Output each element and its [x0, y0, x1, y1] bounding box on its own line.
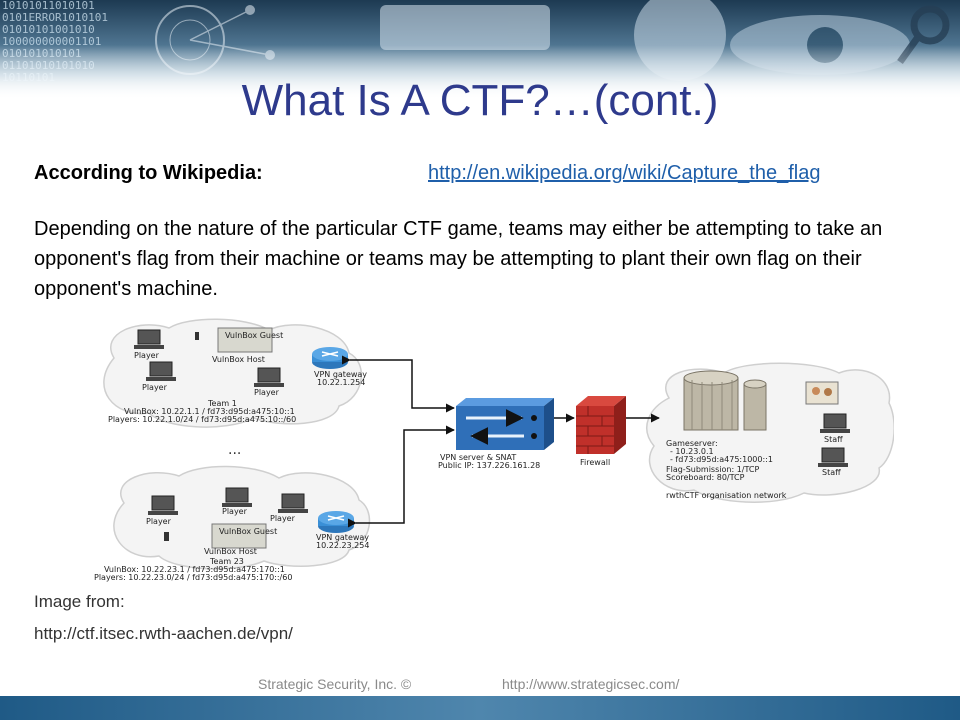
team23-gateway-ip: 10.22.23.254	[316, 541, 369, 550]
scoreboard-port: Scoreboard: 80/TCP	[666, 473, 745, 482]
team1-player-a-label: Player	[134, 351, 160, 360]
team23-player-a-label: Player	[146, 517, 172, 526]
team23-gateway-name: VPN gateway	[316, 533, 369, 542]
team23-player-b-label: Player	[222, 507, 248, 516]
team23-player-b-icon	[222, 487, 252, 507]
staff-a-label: Staff	[824, 435, 843, 444]
footer-bar	[0, 696, 960, 720]
gameserver-ipv6: - fd73:d95d:a475:1000::1	[670, 455, 773, 464]
team1-vulnbox-host-label: VulnBox Host	[212, 355, 265, 364]
gameserver-label: Gameserver:	[666, 439, 718, 448]
team23-players-line: Players: 10.22.23.0/24 / fd73:d95d:a475:…	[94, 573, 292, 582]
team23-player-c-icon	[278, 493, 308, 513]
team23-vulnbox-host-label: VulnBox Host	[204, 547, 257, 556]
gameserver-ipv4: - 10.23.0.1	[670, 447, 714, 456]
staff-b-label: Staff	[822, 468, 841, 477]
team23-antenna-icon	[164, 532, 169, 541]
flag-submission-port: Flag-Submission: 1/TCP	[666, 465, 759, 474]
slide-title: What Is A CTF?…(cont.)	[241, 76, 719, 125]
team1-antenna-icon	[195, 332, 199, 340]
footer-copyright: Strategic Security, Inc. ©	[258, 676, 412, 692]
vpn-server-public-ip: Public IP: 137.226.161.28	[438, 461, 540, 470]
team1-player-b-icon	[146, 361, 176, 381]
team23-router-icon	[318, 511, 354, 533]
vpn-server-name: VPN server & SNAT	[440, 453, 516, 462]
team23-vulnbox-guest: VulnBox Guest	[219, 527, 277, 536]
team1-router-icon	[312, 347, 348, 369]
team23-vulnbox-icon: VulnBox Guest	[211, 523, 277, 549]
gameserver-icon	[683, 370, 767, 431]
team23-vulnbox-line: VulnBox: 10.22.23.1 / fd73:d95d:a475:170…	[104, 565, 285, 574]
staff-b-icon	[818, 447, 848, 467]
ctf-network-diagram: Player Player VulnBox Guest VulnBox Host…	[94, 318, 894, 582]
team1-gateway-name: VPN gateway	[314, 370, 367, 379]
team1-player-a-icon	[134, 329, 164, 349]
ellipsis: ...	[228, 442, 241, 458]
footer-url: http://www.strategicsec.com/	[502, 676, 680, 692]
wikipedia-label: According to Wikipedia:	[34, 162, 263, 184]
ctf-description: Depending on the nature of the particula…	[34, 218, 883, 300]
team1-player-c-label: Player	[254, 388, 280, 397]
firewall-icon	[576, 396, 626, 454]
photo-frame-icon	[805, 381, 839, 405]
firewall-label: Firewall	[580, 458, 610, 467]
team1-player-b-label: Player	[142, 383, 168, 392]
vpn-server-icon	[456, 398, 554, 450]
image-credit-url: http://ctf.itsec.rwth-aachen.de/vpn/	[34, 624, 293, 643]
team1-vulnbox-guest-a: VulnBox Guest	[225, 331, 283, 340]
header-banner: 10101011010101 0101ERROR1010101 01010101…	[0, 0, 960, 100]
team23-name: Team 23	[209, 557, 244, 566]
image-credit-label: Image from:	[34, 592, 125, 611]
org-network-label: rwthCTF organisation network	[666, 491, 787, 500]
team23-player-c-label: Player	[270, 514, 296, 523]
wikipedia-link[interactable]: http://en.wikipedia.org/wiki/Capture_the…	[428, 162, 821, 184]
team23-player-a-icon	[148, 495, 178, 515]
team1-name: Team 1	[207, 399, 237, 408]
team1-players-line: Players: 10.22.1.0/24 / fd73:d95d:a475:1…	[108, 415, 296, 424]
staff-a-icon	[820, 413, 850, 433]
team23-link	[347, 425, 455, 528]
banner-fade	[0, 45, 960, 100]
team1-player-c-icon	[254, 367, 284, 387]
team1-gateway-ip: 10.22.1.254	[317, 378, 365, 387]
team1-vulnbox-icon: VulnBox Guest	[217, 327, 283, 353]
team1-vulnbox-line: VulnBox: 10.22.1.1 / fd73:d95d:a475:10::…	[124, 407, 295, 416]
team1-link	[341, 355, 455, 413]
